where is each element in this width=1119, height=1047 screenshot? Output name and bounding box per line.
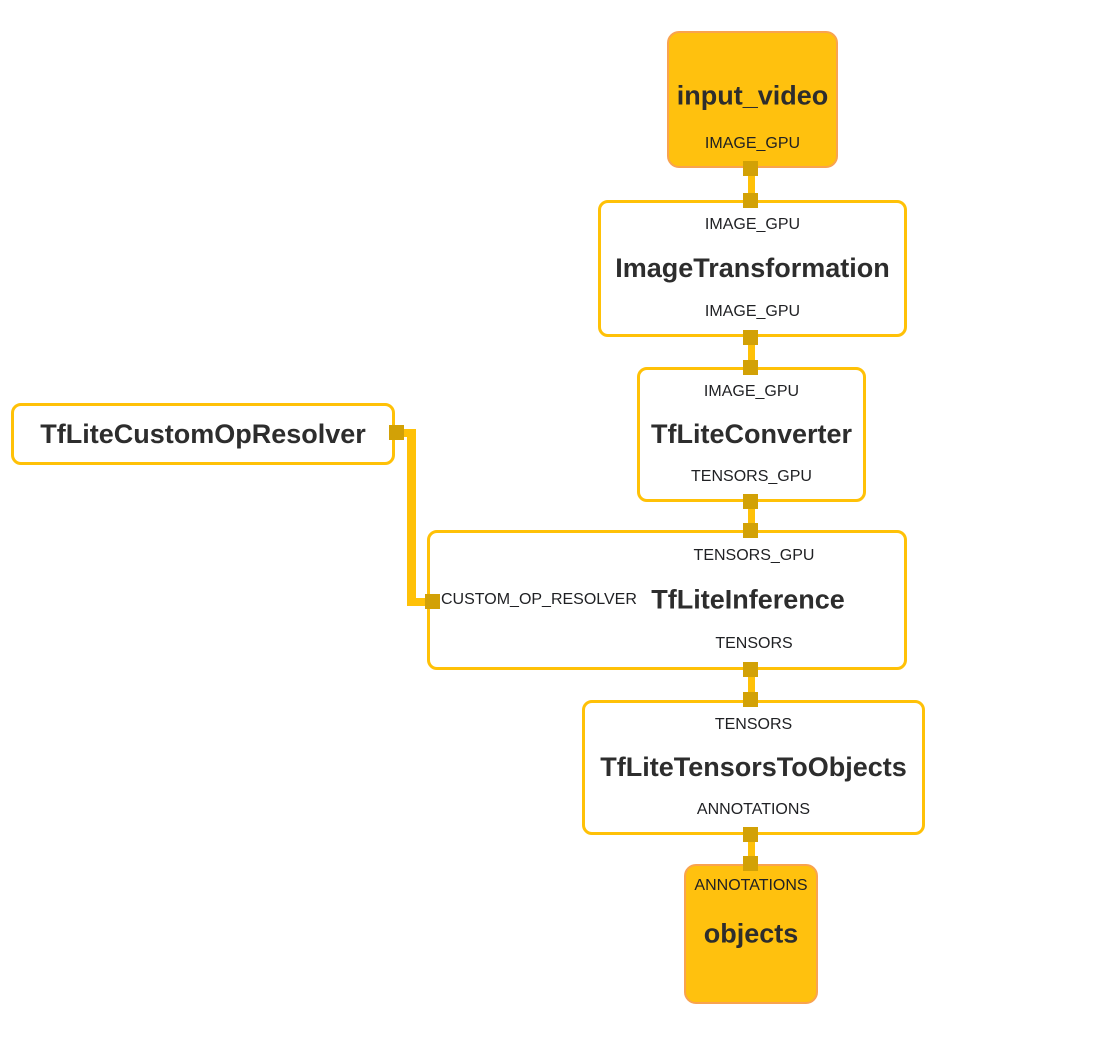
input-stream-label: ANNOTATIONS: [694, 877, 808, 894]
port-custom-op-resolver-output: [389, 425, 404, 440]
port-tflite-converter-output: [743, 494, 758, 509]
port-input-video-output: [743, 161, 758, 176]
node-title: objects: [703, 918, 799, 949]
output-stream-label: IMAGE_GPU: [704, 303, 801, 320]
edge-image-transformation-to-tflite-converter: [748, 337, 755, 367]
node-image-transformation[interactable]: IMAGE_GPU ImageTransformation IMAGE_GPU: [598, 200, 907, 337]
node-title: TfLiteConverter: [650, 419, 853, 449]
port-image-transformation-output: [743, 330, 758, 345]
input-stream-label: IMAGE_GPU: [703, 383, 800, 400]
output-stream-label: TENSORS: [715, 635, 793, 652]
input-stream-label: TENSORS_GPU: [693, 547, 815, 564]
edge-tflite-inference-to-tflite-tensors-to-objects: [748, 670, 755, 700]
node-objects[interactable]: ANNOTATIONS objects: [684, 864, 818, 1004]
edge-custom-op-resolver-segment-bottom: [407, 598, 433, 606]
port-tflite-inference-side-input: [425, 594, 440, 609]
output-stream-label: TENSORS_GPU: [691, 468, 812, 485]
edge-tflite-converter-to-tflite-inference: [748, 502, 755, 530]
input-stream-label: IMAGE_GPU: [704, 216, 801, 233]
edge-input-video-to-image-transformation: [748, 168, 755, 200]
port-tflite-inference-output: [743, 662, 758, 677]
node-tflite-inference[interactable]: TENSORS_GPU CUSTOM_OP_RESOLVER TfLiteInf…: [427, 530, 907, 670]
node-tflite-tensors-to-objects[interactable]: TENSORS TfLiteTensorsToObjects ANNOTATIO…: [582, 700, 925, 835]
port-tflite-converter-input: [743, 360, 758, 375]
output-stream-label: IMAGE_GPU: [704, 135, 801, 152]
node-title: ImageTransformation: [615, 253, 890, 283]
port-tflite-inference-input: [743, 523, 758, 538]
node-title: input_video: [676, 80, 829, 110]
edge-custom-op-resolver-segment-top: [397, 429, 415, 437]
port-image-transformation-input: [743, 193, 758, 208]
node-title: TfLiteInference: [651, 584, 845, 615]
port-objects-input: [743, 856, 758, 871]
node-input-video[interactable]: input_video IMAGE_GPU: [667, 31, 838, 168]
edge-tflite-tensors-to-objects-to-objects: [748, 835, 755, 864]
output-stream-label: ANNOTATIONS: [696, 801, 811, 818]
port-tflite-tensors-to-objects-output: [743, 827, 758, 842]
port-tflite-tensors-to-objects-input: [743, 692, 758, 707]
side-input-stream-label: CUSTOM_OP_RESOLVER: [441, 591, 637, 608]
edge-custom-op-resolver-segment-vertical: [407, 429, 416, 606]
node-tflite-custom-op-resolver[interactable]: TfLiteCustomOpResolver: [11, 403, 395, 465]
node-title: TfLiteCustomOpResolver: [40, 418, 366, 449]
node-tflite-converter[interactable]: IMAGE_GPU TfLiteConverter TENSORS_GPU: [637, 367, 866, 502]
node-title: TfLiteTensorsToObjects: [600, 752, 907, 782]
input-stream-label: TENSORS: [714, 716, 793, 733]
